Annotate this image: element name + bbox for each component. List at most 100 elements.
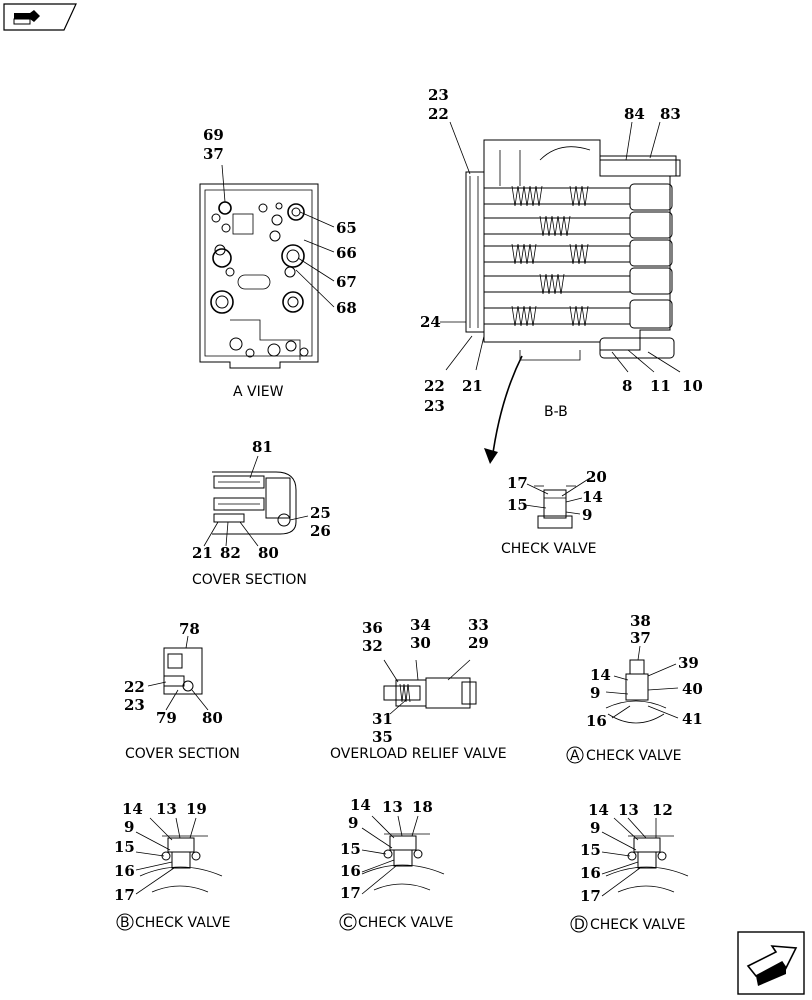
check-a-label-41: 41	[682, 710, 703, 728]
check-d-label-17: 17	[580, 887, 601, 905]
check-d-letter-badge: D	[570, 915, 588, 933]
check-b-label-9: 9	[124, 818, 134, 836]
cover1-caption: COVER SECTION	[192, 572, 307, 588]
check-b-label-15: 15	[114, 838, 135, 856]
next-page-icon[interactable]	[737, 931, 805, 995]
check-c-label-9: 9	[348, 814, 358, 832]
overload-label-33: 33	[468, 616, 489, 634]
check-d-caption: CHECK VALVE	[590, 917, 686, 933]
check-c-label-16: 16	[340, 862, 361, 880]
check-valve-a-drawing	[605, 645, 679, 724]
bb-caption: B-B	[544, 404, 568, 420]
bb-label-11: 11	[650, 377, 671, 395]
overload-label-35: 35	[372, 728, 393, 746]
overload-label-34: 34	[410, 616, 431, 634]
a-view-label-68: 68	[336, 299, 357, 317]
check-a-letter: A	[570, 748, 580, 764]
cover1-label-81: 81	[252, 438, 273, 456]
cover1-label-26: 26	[310, 522, 331, 540]
cover2-label-22: 22	[124, 678, 145, 696]
a-view-label-65: 65	[336, 219, 357, 237]
a-view-label-67: 67	[336, 273, 357, 291]
overload-label-32: 32	[362, 637, 383, 655]
check-valve-c-drawing	[361, 815, 445, 895]
check-d-label-13: 13	[618, 801, 639, 819]
cover2-label-78: 78	[179, 620, 200, 638]
check-a-letter-badge: A	[566, 746, 584, 764]
overload-caption: OVERLOAD RELIEF VALVE	[330, 746, 507, 762]
check-d-label-12: 12	[652, 801, 673, 819]
check-top-label-17: 17	[507, 474, 528, 492]
check-b-letter-badge: B	[116, 913, 134, 931]
bb-label-22-top: 22	[428, 105, 449, 123]
check-d-letter: D	[574, 917, 585, 933]
overload-label-36: 36	[362, 619, 383, 637]
prev-page-icon[interactable]	[3, 3, 77, 31]
check-valve-d-drawing	[601, 817, 689, 897]
bb-label-83: 83	[660, 105, 681, 123]
cover-section-1-drawing	[203, 455, 309, 547]
overload-label-31: 31	[372, 710, 393, 728]
bb-label-24: 24	[420, 313, 441, 331]
bb-label-23-top: 23	[428, 86, 449, 104]
check-c-label-17: 17	[340, 884, 361, 902]
bb-label-8: 8	[622, 377, 632, 395]
check-c-letter: C	[343, 915, 353, 931]
bb-label-10: 10	[682, 377, 703, 395]
a-view-label-37: 37	[203, 145, 224, 163]
cover1-label-82: 82	[220, 544, 241, 562]
check-b-label-13: 13	[156, 800, 177, 818]
check-a-label-40: 40	[682, 680, 703, 698]
cover2-caption: COVER SECTION	[125, 746, 240, 762]
check-b-caption: CHECK VALVE	[135, 915, 231, 931]
check-d-label-15: 15	[580, 841, 601, 859]
check-d-label-16: 16	[580, 864, 601, 882]
check-valve-b-drawing	[135, 817, 223, 895]
bb-label-22-bottom: 22	[424, 377, 445, 395]
check-b-label-14: 14	[122, 800, 143, 818]
check-b-label-17: 17	[114, 886, 135, 904]
check-a-caption: CHECK VALVE	[586, 748, 682, 764]
a-view-drawing	[199, 164, 335, 369]
cover1-label-25: 25	[310, 504, 331, 522]
bb-label-23-bottom: 23	[424, 397, 445, 415]
check-top-label-14: 14	[582, 488, 603, 506]
overload-label-29: 29	[468, 634, 489, 652]
check-top-caption: CHECK VALVE	[501, 541, 597, 557]
check-a-label-16: 16	[586, 712, 607, 730]
check-c-label-18: 18	[412, 798, 433, 816]
a-view-caption: A VIEW	[233, 384, 284, 400]
check-top-label-9: 9	[582, 506, 592, 524]
check-b-label-16: 16	[114, 862, 135, 880]
check-a-label-39: 39	[678, 654, 699, 672]
cover-section-2-drawing	[147, 635, 209, 711]
check-a-label-14: 14	[590, 666, 611, 684]
a-view-label-66: 66	[336, 244, 357, 262]
check-c-label-15: 15	[340, 840, 361, 858]
check-d-label-14: 14	[588, 801, 609, 819]
bb-section-drawing	[440, 121, 681, 464]
check-b-letter: B	[120, 915, 130, 931]
check-d-label-9: 9	[590, 819, 600, 837]
check-c-label-14: 14	[350, 796, 371, 814]
check-c-caption: CHECK VALVE	[358, 915, 454, 931]
check-c-label-13: 13	[382, 798, 403, 816]
overload-relief-valve-drawing	[383, 659, 477, 715]
cover2-label-79: 79	[156, 709, 177, 727]
check-valve-top-drawing	[524, 477, 591, 529]
overload-label-30: 30	[410, 634, 431, 652]
check-a-label-38: 38	[630, 612, 651, 630]
cover2-label-80: 80	[202, 709, 223, 727]
cover2-label-23: 23	[124, 696, 145, 714]
check-top-label-15: 15	[507, 496, 528, 514]
check-top-label-20: 20	[586, 468, 607, 486]
check-a-label-9: 9	[590, 684, 600, 702]
cover1-label-21: 21	[192, 544, 213, 562]
bb-label-21: 21	[462, 377, 483, 395]
cover1-label-80: 80	[258, 544, 279, 562]
check-c-letter-badge: C	[339, 913, 357, 931]
check-b-label-19: 19	[186, 800, 207, 818]
a-view-label-69: 69	[203, 126, 224, 144]
check-a-label-37: 37	[630, 629, 651, 647]
